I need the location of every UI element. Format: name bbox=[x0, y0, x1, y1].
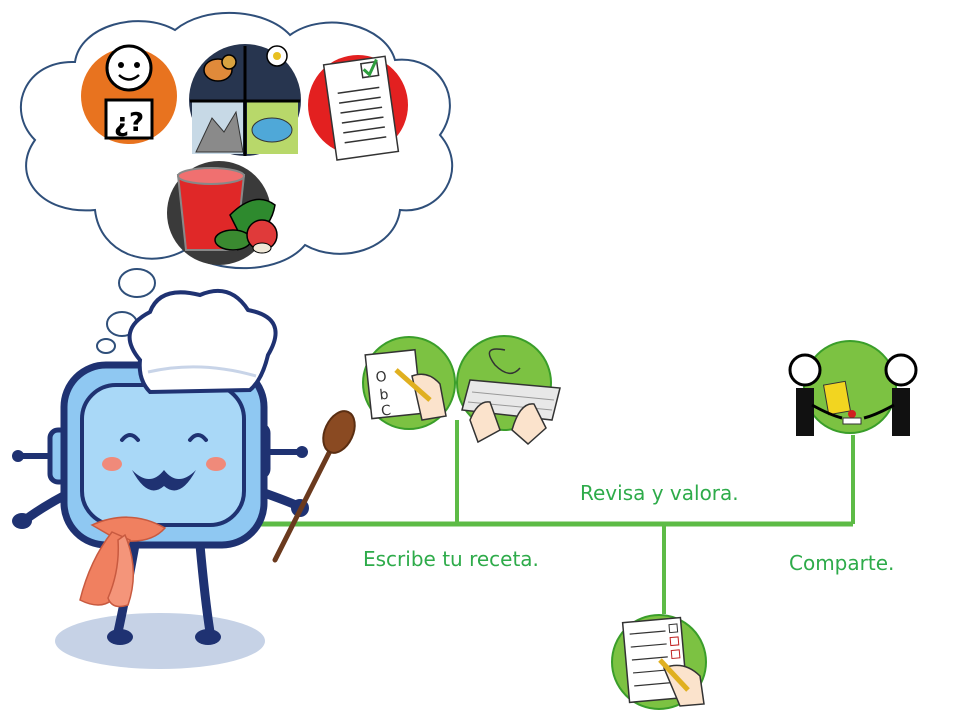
gazpacho-ingredients-icon bbox=[167, 161, 278, 265]
checklist-icon bbox=[308, 55, 408, 161]
checklist-marking-icon bbox=[611, 614, 707, 710]
person-question-icon: ¿? bbox=[81, 44, 177, 144]
mascot-shadow bbox=[55, 613, 265, 669]
step-share-label: Comparte. bbox=[789, 551, 895, 575]
people-sharing-icon bbox=[788, 340, 918, 436]
step-write-label: Escribe tu receta. bbox=[363, 547, 539, 571]
question-sign-text: ¿? bbox=[114, 108, 144, 138]
step-review-label: Revisa y valora. bbox=[580, 481, 739, 505]
chef-robot-mascot bbox=[12, 289, 356, 669]
svg-text:C: C bbox=[380, 403, 392, 420]
svg-text:O: O bbox=[375, 369, 388, 386]
timeline bbox=[238, 420, 855, 614]
keyboard-typing-icon bbox=[456, 335, 561, 445]
seasons-nature-icon bbox=[189, 44, 301, 156]
handwriting-icon: O b C bbox=[362, 336, 456, 430]
svg-text:b: b bbox=[379, 387, 390, 404]
